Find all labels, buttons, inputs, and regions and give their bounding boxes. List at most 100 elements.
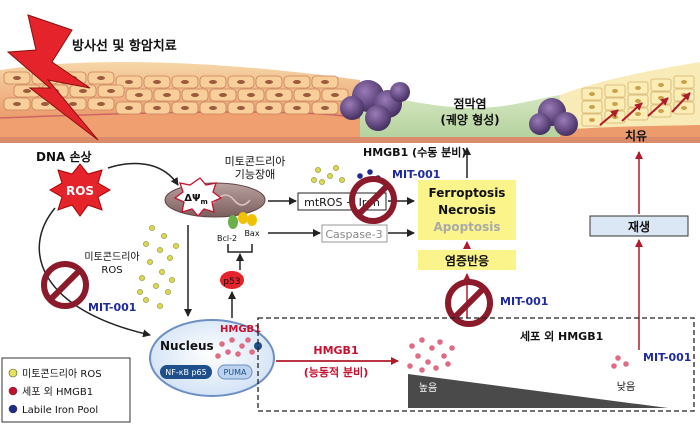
high-label: 높음 <box>419 382 437 394</box>
delta-psi-label: ΔΨm <box>184 193 208 206</box>
ulcer-label: (궤양 형성) <box>440 112 499 127</box>
nucleus-label: Nucleus <box>160 339 214 353</box>
hmgb1-dot <box>219 341 225 347</box>
puma-pill <box>217 364 253 380</box>
mito-ros-label-1: 미토콘드리아 <box>84 251 139 263</box>
caspase3-box <box>321 224 388 243</box>
ros-dot <box>161 233 167 239</box>
ros-dot <box>157 247 163 253</box>
legend-swatch <box>8 386 18 396</box>
cell-nucleus <box>107 89 115 93</box>
ros-dot <box>173 243 179 249</box>
cell-nucleus <box>635 86 641 90</box>
cell-nucleus <box>321 80 329 84</box>
mito-ros-dots <box>137 225 179 309</box>
healing-arrows <box>599 92 691 126</box>
healing-label: 치유 <box>625 128 647 143</box>
ros-dot <box>311 177 317 183</box>
hmgb1-active-label-1: HMGB1 <box>313 344 358 357</box>
mit001-label-center: MIT-001 <box>392 168 440 181</box>
hmgb1-dot <box>611 363 617 369</box>
epithelial-cells <box>3 71 695 127</box>
hmgb1-dot <box>445 361 451 367</box>
iron-dot <box>367 169 373 175</box>
ros-dot <box>159 269 165 275</box>
ros-dot <box>339 177 345 183</box>
cell-nucleus <box>681 106 687 110</box>
necrotic-cluster-right <box>529 98 578 136</box>
cell-nucleus <box>635 112 641 116</box>
apoptosis-label: Apoptosis <box>433 220 500 234</box>
ros-dot <box>169 277 175 283</box>
hmgb1-dot <box>254 342 262 350</box>
ros-dot <box>315 167 321 173</box>
mit001-label-far-right: MIT-001 <box>643 351 691 364</box>
cell-nucleus <box>41 102 49 106</box>
cell-nucleus <box>181 106 189 110</box>
p53-badge <box>220 271 244 289</box>
regeneration-box <box>589 215 689 237</box>
dna-damage-label: DNA 손상 <box>36 149 92 164</box>
bcl2-bax-channel <box>228 212 257 229</box>
cell-nucleus <box>69 102 77 106</box>
hmgb1-dot <box>245 337 251 343</box>
caspase3-label: Caspase-3 <box>325 228 382 241</box>
iron-dot <box>357 173 363 179</box>
nucleus-hmgb1-dots <box>215 337 262 359</box>
hmgb1-dot <box>419 337 425 343</box>
mit001-block-icon-center <box>349 176 397 224</box>
ros-dot <box>167 255 173 261</box>
cell-nucleus <box>658 109 664 113</box>
cell-nucleus <box>612 102 618 106</box>
ferroptosis-label: Ferroptosis <box>429 186 506 200</box>
mit001-block-icon-left <box>41 261 89 309</box>
cell-nucleus <box>209 80 217 84</box>
legend-label: Labile Iron Pool <box>22 405 98 416</box>
ros-dot <box>165 289 171 295</box>
cell-nucleus <box>237 80 245 84</box>
mtros-iron-label: mtROS + Iron <box>304 196 380 209</box>
regeneration-label: 재생 <box>628 219 650 234</box>
cell-nucleus <box>331 93 339 97</box>
hmgb1-passive-label: HMGB1 (수동 분비) <box>363 145 466 159</box>
cell-nucleus <box>97 102 105 106</box>
cell-nucleus <box>589 92 595 96</box>
legend-label: 미토콘드리아 ROS <box>22 368 102 380</box>
bcl2-label: Bcl-2 <box>217 234 237 243</box>
cell-nucleus <box>321 106 329 110</box>
legend-label: 세포 외 HMGB1 <box>22 386 93 398</box>
ros-dot <box>143 297 149 303</box>
bcl2-bax-bracket <box>227 244 253 253</box>
necrotic-cluster-left <box>340 80 410 131</box>
mit001-label-left: MIT-001 <box>88 301 136 314</box>
extracellular-hmgb1-label: 세포 외 HMGB1 <box>520 329 603 343</box>
hmgb1-dot <box>409 343 415 349</box>
cell-nucleus <box>135 93 143 97</box>
hmgb1-active-label-2: (능동적 분비) <box>304 365 368 379</box>
ros-dot <box>319 179 325 185</box>
cell-nucleus <box>209 106 217 110</box>
extracellular-hmgb1-box <box>257 317 695 412</box>
ros-dot <box>153 283 159 289</box>
cell-nucleus <box>13 76 21 80</box>
ros-starburst-icon <box>49 163 111 217</box>
cell-nucleus <box>681 80 687 84</box>
necrosis-label: Necrosis <box>438 203 496 217</box>
mito-ros-label-2: ROS <box>101 265 122 276</box>
hmgb1-dot <box>225 349 231 355</box>
cell-nucleus <box>13 102 21 106</box>
cell-nucleus <box>125 106 133 110</box>
hmgb1-dot <box>433 365 439 371</box>
cell-nucleus <box>589 118 595 122</box>
cell-nucleus <box>612 115 618 119</box>
cell-nucleus <box>237 106 245 110</box>
cell-nucleus <box>219 93 227 97</box>
hmgb1-dot <box>425 359 431 365</box>
hmgb1-dot <box>441 353 447 359</box>
cell-nucleus <box>293 80 301 84</box>
cell-nucleus <box>153 106 161 110</box>
cell-nucleus <box>181 80 189 84</box>
